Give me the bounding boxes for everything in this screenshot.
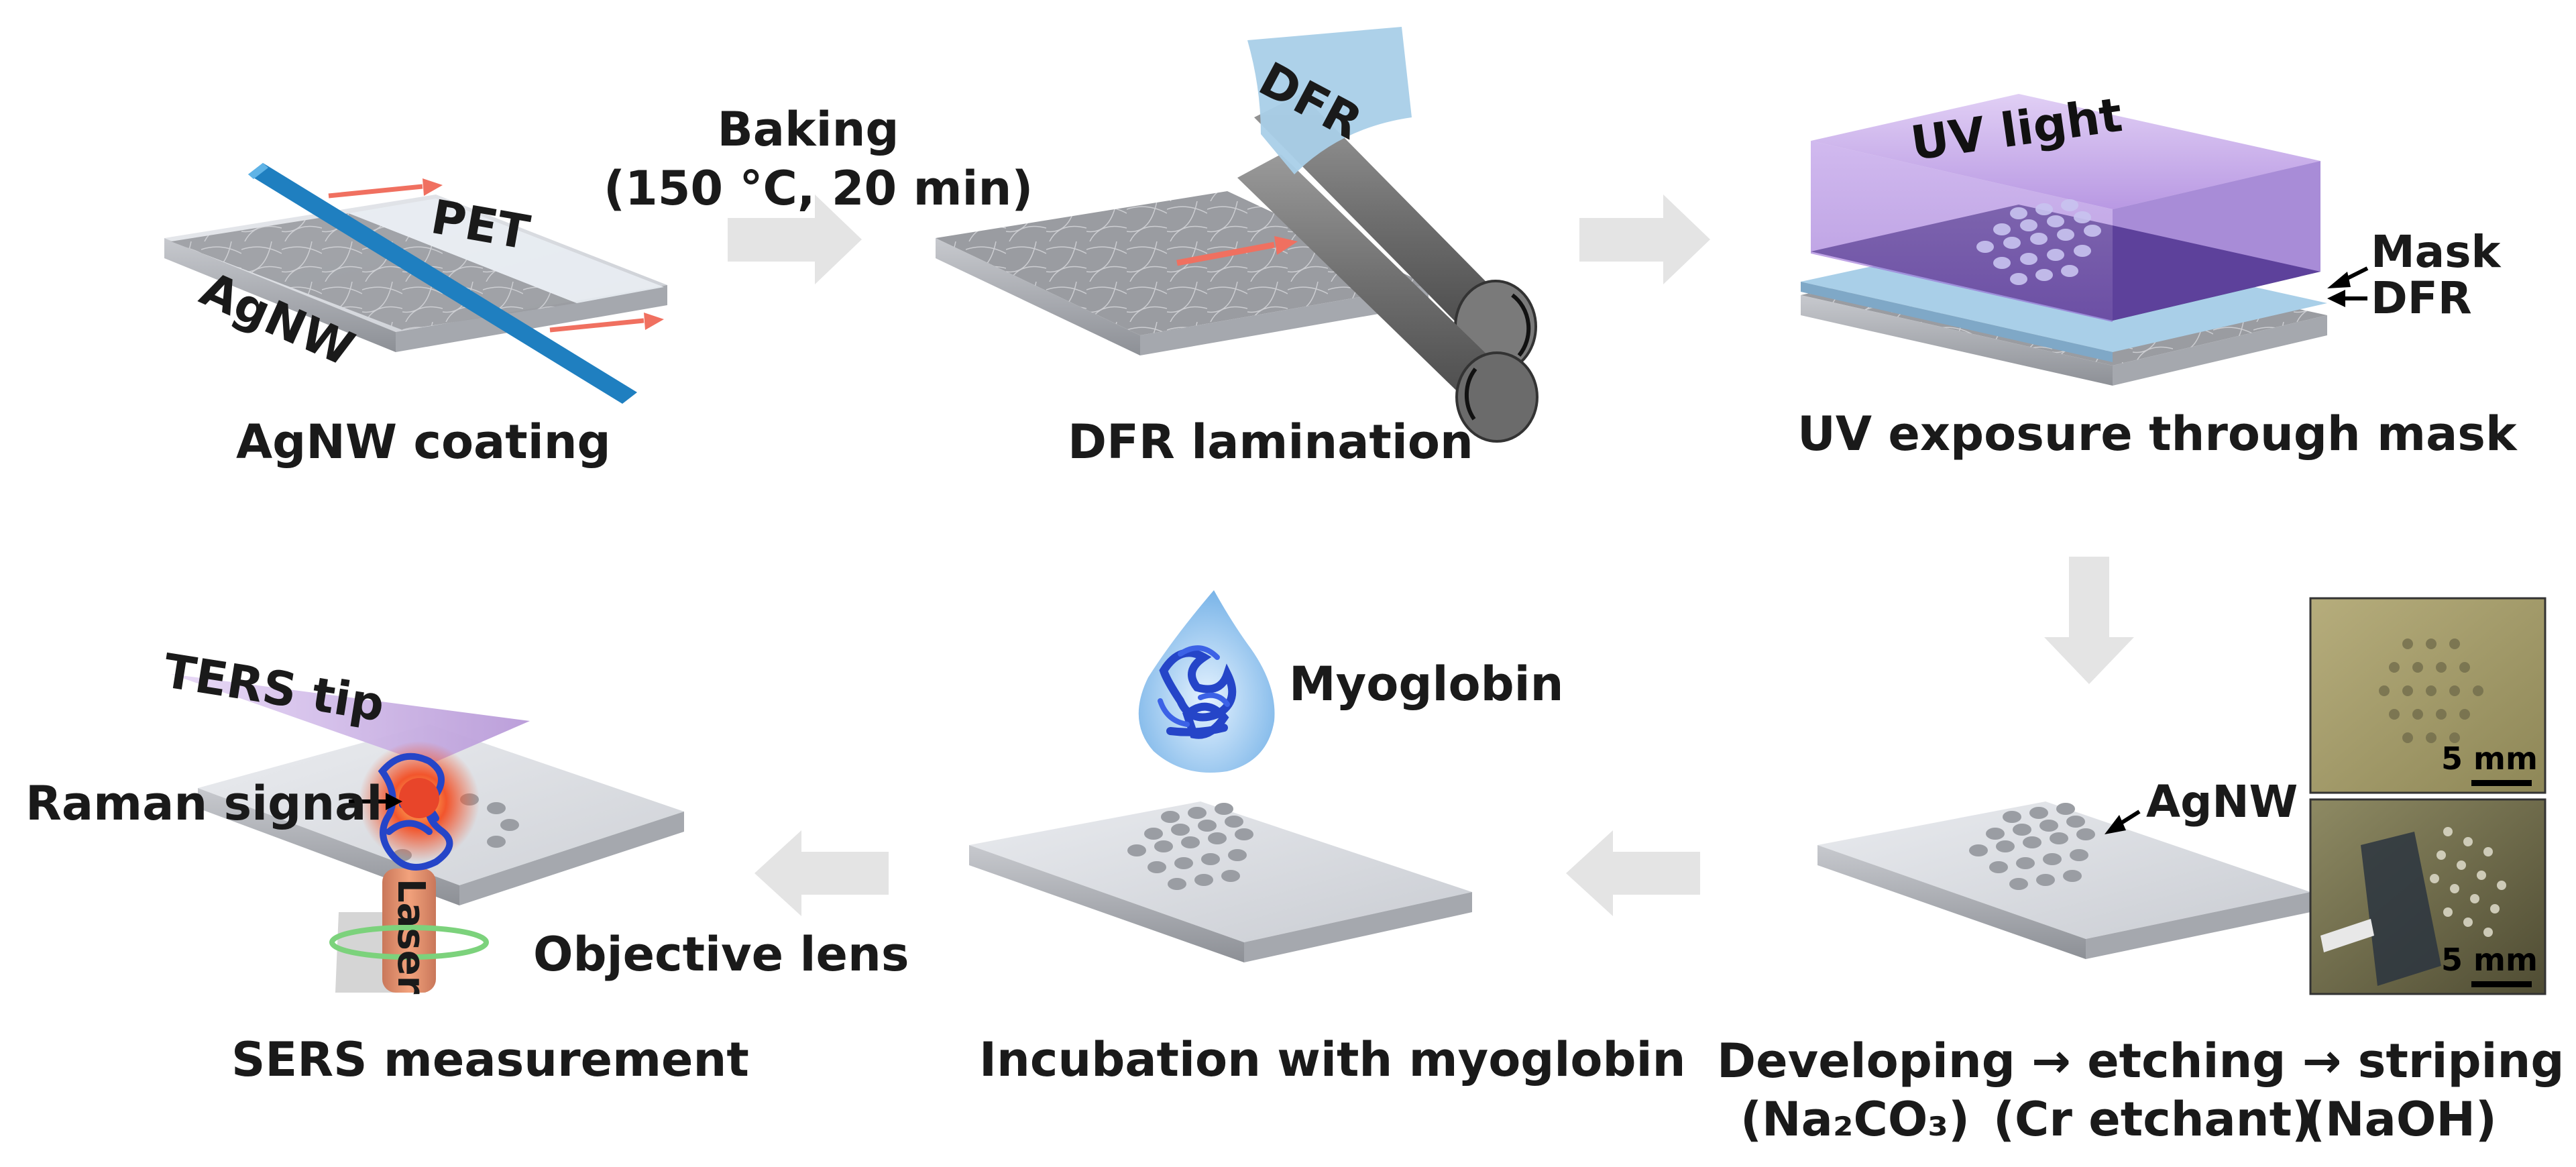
step-incubation-illustration — [969, 590, 1472, 962]
ters-tip — [171, 674, 530, 765]
objective-lens-ring — [329, 925, 489, 960]
lamination-rollers — [1237, 94, 1538, 443]
pointer-arrow-icon — [349, 793, 402, 810]
raman-signal-label: Raman signal — [25, 776, 383, 831]
step-sers-illustration — [171, 674, 684, 993]
arrow-developing-to-incubation — [1566, 830, 1700, 916]
caption-coating: AgNW coating — [236, 414, 611, 469]
caption-uv-exposure: UV exposure through mask — [1797, 406, 2517, 461]
pet-film — [349, 199, 664, 303]
reagent-stripper: (NaOH) — [2304, 1092, 2497, 1147]
reagent-etchant: (Cr etchant) — [1993, 1092, 2314, 1147]
arrow-uv-to-developing — [2044, 557, 2134, 684]
laser-label: Laser — [389, 879, 433, 995]
baking-label: Baking — [717, 102, 899, 157]
mask-hole-pattern — [1976, 199, 2101, 285]
pointer-arrow-icon — [2105, 810, 2141, 834]
baking-condition: Baking (150 °C, 20 min) — [604, 101, 1033, 218]
scale-bar — [2471, 981, 2532, 987]
scale-bar — [2471, 780, 2532, 786]
arrow-lamination-to-uv — [1579, 194, 1710, 284]
laser-beam — [382, 869, 436, 993]
step-developing-illustration — [1817, 801, 2310, 959]
scale-label-bottom: 5 mm — [2441, 942, 2538, 978]
photo-bottom — [2309, 798, 2546, 995]
scale-label-top: 5 mm — [2441, 740, 2538, 777]
agnw-dot-array — [1127, 803, 1253, 890]
objective-lens-label: Objective lens — [533, 927, 909, 982]
baking-temperature: (150 °C, 20 min) — [604, 160, 1033, 216]
process-arrows — [728, 194, 2134, 916]
caption-sers: SERS measurement — [231, 1032, 749, 1087]
arrow-coating-to-lamination — [728, 194, 862, 284]
myoglobin-drop-icon — [1138, 590, 1275, 773]
pointer-arrow-icon — [2327, 266, 2369, 307]
direction-arrow-icon — [328, 178, 664, 333]
step-uv-illustration — [1801, 94, 2369, 386]
reagent-developer: (Na₂CO₃) — [1740, 1092, 1970, 1147]
caption-incubation: Incubation with myoglobin — [979, 1032, 1686, 1087]
coating-rod — [248, 163, 637, 404]
agnw-dot-label: AgNW — [2146, 776, 2298, 828]
agnw-dot-array — [1969, 803, 2095, 890]
step-lamination-illustration — [936, 27, 1538, 443]
caption-developing: Developing → etching → striping — [1717, 1034, 2565, 1089]
uv-box-top — [1811, 94, 2320, 209]
direction-arrow-icon — [1176, 236, 1298, 266]
mask-label: Mask — [2371, 226, 2501, 278]
arrow-incubation-to-sers — [754, 830, 889, 916]
caption-lamination: DFR lamination — [1068, 414, 1473, 469]
myoglobin-label: Myoglobin — [1289, 657, 1564, 712]
photo-top — [2309, 597, 2546, 794]
step-coating-illustration — [164, 163, 667, 404]
dfr-layer-label: DFR — [2371, 272, 2472, 324]
dfr-film — [1247, 27, 1412, 174]
